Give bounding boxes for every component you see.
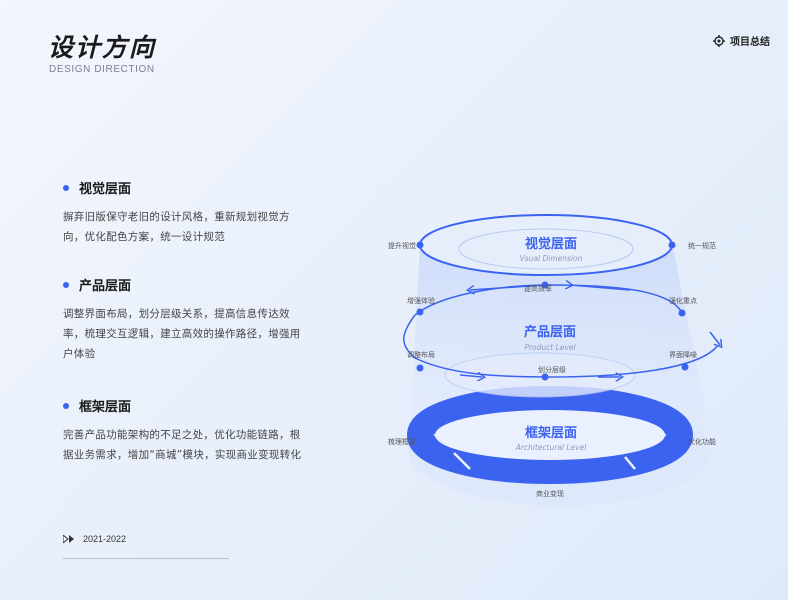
layer-title-product: 产品层面: [524, 324, 576, 340]
section-body: 摒弃旧版保守老旧的设计风格，重新规划视觉方向，优化配色方案，统一设计规范: [63, 207, 303, 247]
layer-title-framework: 框架层面: [525, 425, 577, 441]
label-unify-spec: 统一规范: [688, 241, 716, 250]
layer-title-visual: 视觉层面: [525, 236, 577, 252]
label-noise: 界面降噪: [669, 350, 697, 359]
label-experience: 增强体验: [407, 296, 435, 305]
section-body: 调整界面布局，划分层级关系，提高信息传达效率，梳理交互逻辑，建立高效的操作路径，…: [63, 304, 303, 364]
label-hierarchy: 划分层级: [538, 365, 566, 374]
section-visual: 视觉层面 摒弃旧版保守老旧的设计风格，重新规划视觉方向，优化配色方案，统一设计规…: [63, 178, 303, 247]
crosshair-icon: [713, 35, 725, 47]
node-dot: [417, 242, 424, 249]
section-body: 完善产品功能架构的不足之处，优化功能链路，根据业务需求，增加“商城”模块，实现商…: [63, 425, 303, 465]
bullet-dot: [63, 282, 69, 288]
year-label: 2021-2022: [83, 534, 126, 544]
node-dot: [417, 309, 424, 316]
section-product: 产品层面 调整界面布局，划分层级关系，提高信息传达效率，梳理交互逻辑，建立高效的…: [63, 275, 303, 364]
node-dot: [682, 364, 689, 371]
section-title: 视觉层面: [79, 178, 131, 197]
label-monetize: 商业变现: [536, 489, 564, 498]
bullet-dot: [63, 403, 69, 409]
page-subtitle: DESIGN DIRECTION: [49, 64, 155, 75]
page-title: 设计方向: [48, 28, 156, 64]
divider-line: [63, 558, 229, 559]
node-dot: [669, 242, 676, 249]
section-framework: 框架层面 完善产品功能架构的不足之处，优化功能链路，根据业务需求，增加“商城”模…: [63, 396, 303, 465]
label-upgrade-visual: 提升视觉: [388, 241, 416, 250]
project-summary-label: 项目总结: [730, 33, 770, 48]
label-layout: 调整布局: [407, 350, 435, 359]
node-dot: [417, 365, 424, 372]
layer-subtitle-product: Product Level: [524, 343, 576, 352]
project-summary-link[interactable]: 项目总结: [713, 33, 770, 48]
label-emphasis: 强化重点: [669, 296, 697, 305]
layer-subtitle-framework: Architectural Level: [515, 443, 588, 452]
play-arrows-icon: [63, 535, 75, 543]
bullet-dot: [63, 185, 69, 191]
label-optimize-function: 优化功能: [688, 437, 716, 446]
section-title: 框架层面: [79, 396, 131, 415]
label-sort-framework: 梳理框架: [388, 437, 416, 446]
section-title: 产品层面: [79, 275, 131, 294]
label-efficiency: 提高效率: [524, 284, 552, 293]
node-dot: [679, 310, 686, 317]
layer-subtitle-visual: Vsual Dimension: [520, 254, 583, 263]
node-dot: [542, 374, 549, 381]
layer-diagram: 提升视觉 统一规范 提高效率 增强体验 强化重点 调整布局 划分层级 界面降噪 …: [370, 205, 740, 515]
year-row: 2021-2022: [63, 534, 126, 544]
